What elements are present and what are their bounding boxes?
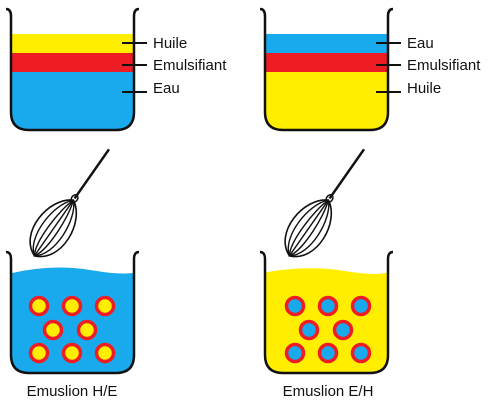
droplet xyxy=(28,342,50,364)
droplet xyxy=(94,295,116,317)
beaker-outline xyxy=(5,250,140,375)
water-layer xyxy=(11,72,134,130)
whisk-icon xyxy=(284,148,366,258)
oil-layer xyxy=(11,34,134,53)
droplet xyxy=(76,319,98,341)
droplet xyxy=(61,342,83,364)
droplet xyxy=(284,342,306,364)
whisk-icon xyxy=(29,148,111,258)
droplet xyxy=(298,319,320,341)
droplet xyxy=(284,295,306,317)
emulsifier-label: Emulsifiant xyxy=(153,57,227,74)
beaker-outline xyxy=(259,7,394,132)
emulsifier-layer xyxy=(11,53,134,72)
droplet xyxy=(332,319,354,341)
beaker-bottom-right: Emuslion E/H xyxy=(259,250,394,400)
droplet xyxy=(317,295,339,317)
droplet xyxy=(317,342,339,364)
beaker-top-right: Eau Emulsifiant Huile xyxy=(259,7,481,132)
beaker-top-left: Huile Emulsifiant Eau xyxy=(5,7,227,132)
beaker-outline xyxy=(5,7,140,132)
beaker-outline xyxy=(259,250,394,375)
droplet xyxy=(350,342,372,364)
droplet xyxy=(350,295,372,317)
droplet xyxy=(28,295,50,317)
droplet xyxy=(61,295,83,317)
droplet xyxy=(42,319,64,341)
emulsifier-label: Emulsifiant xyxy=(407,57,481,74)
caption-oil-in-water: Emuslion H/E xyxy=(27,383,118,400)
emulsifier-layer xyxy=(265,53,388,72)
droplet xyxy=(94,342,116,364)
water-label: Eau xyxy=(153,80,180,97)
caption-water-in-oil: Emuslion E/H xyxy=(283,383,374,400)
oil-label: Huile xyxy=(153,35,187,52)
beaker-bottom-left: Emuslion H/E xyxy=(5,250,140,400)
droplet-group xyxy=(284,295,372,364)
droplet-group xyxy=(28,295,116,364)
oil-label: Huile xyxy=(407,80,441,97)
water-label: Eau xyxy=(407,35,434,52)
oil-layer xyxy=(265,72,388,130)
water-layer xyxy=(265,34,388,53)
